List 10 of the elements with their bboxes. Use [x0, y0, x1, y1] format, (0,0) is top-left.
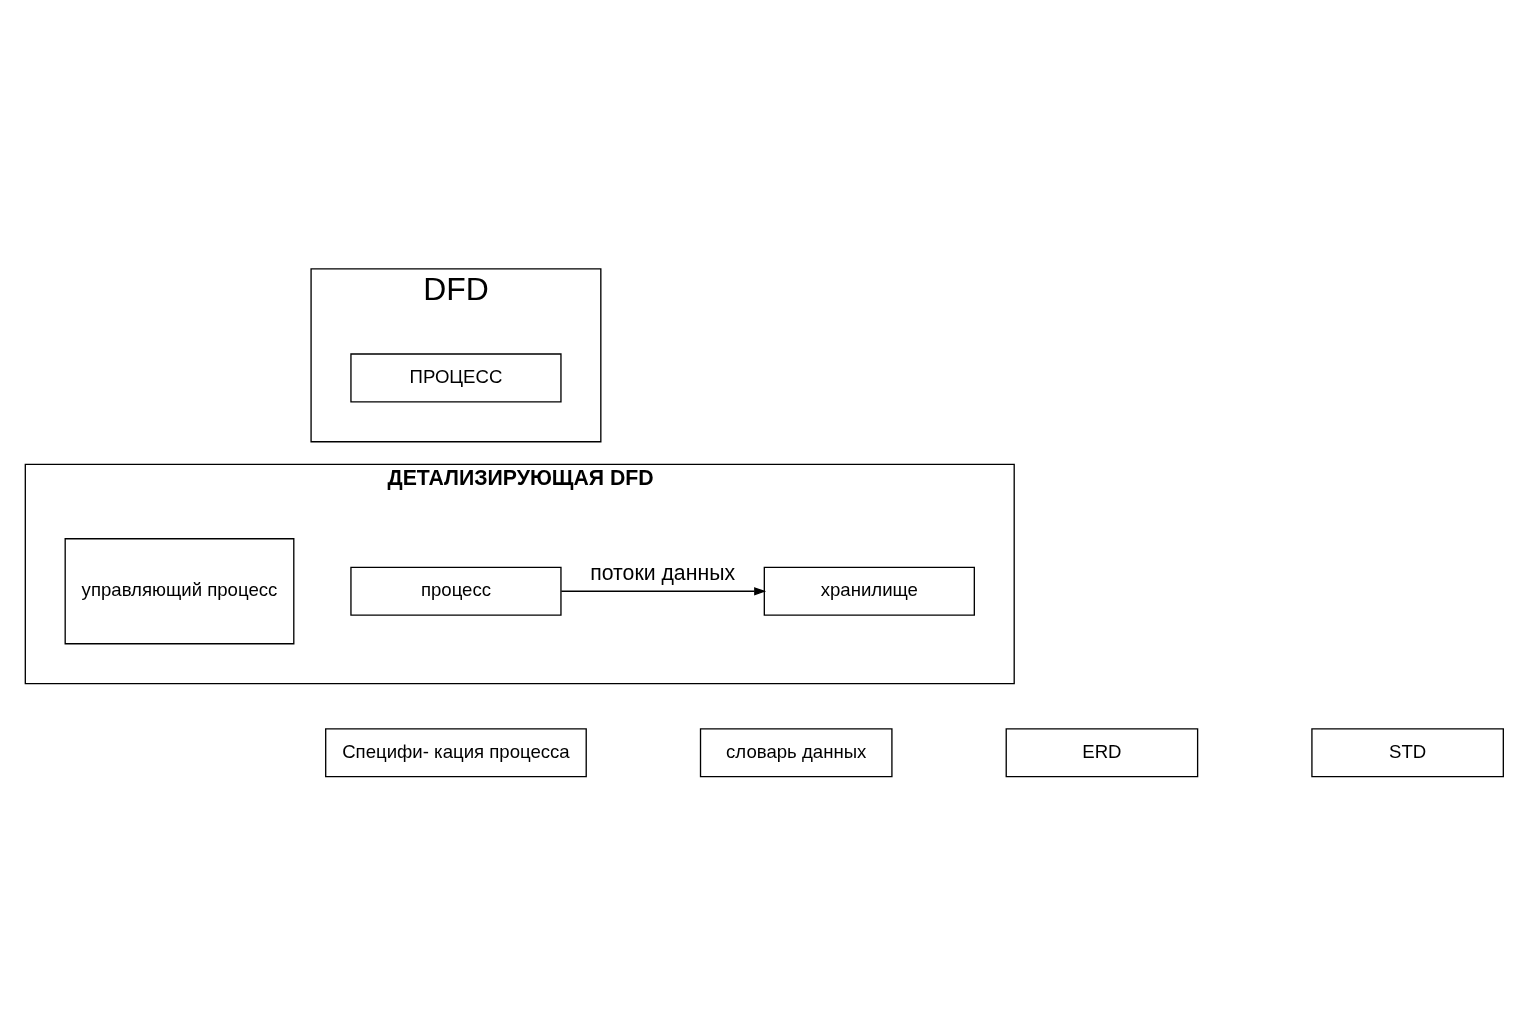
node-box: Специфи- кация процесса: [325, 728, 587, 778]
arrow: [560, 587, 767, 596]
node-box: хранилище: [763, 566, 975, 616]
node-box: словарь данных: [699, 728, 893, 778]
edge-label: потоки данных: [590, 561, 736, 586]
node-box: ПРОЦЕСС: [350, 353, 562, 403]
node-box: STD: [1311, 728, 1504, 778]
node-box: управляющий процесс: [64, 538, 295, 645]
node-box: процесс: [350, 566, 562, 616]
node-box: ERD: [1005, 728, 1199, 778]
